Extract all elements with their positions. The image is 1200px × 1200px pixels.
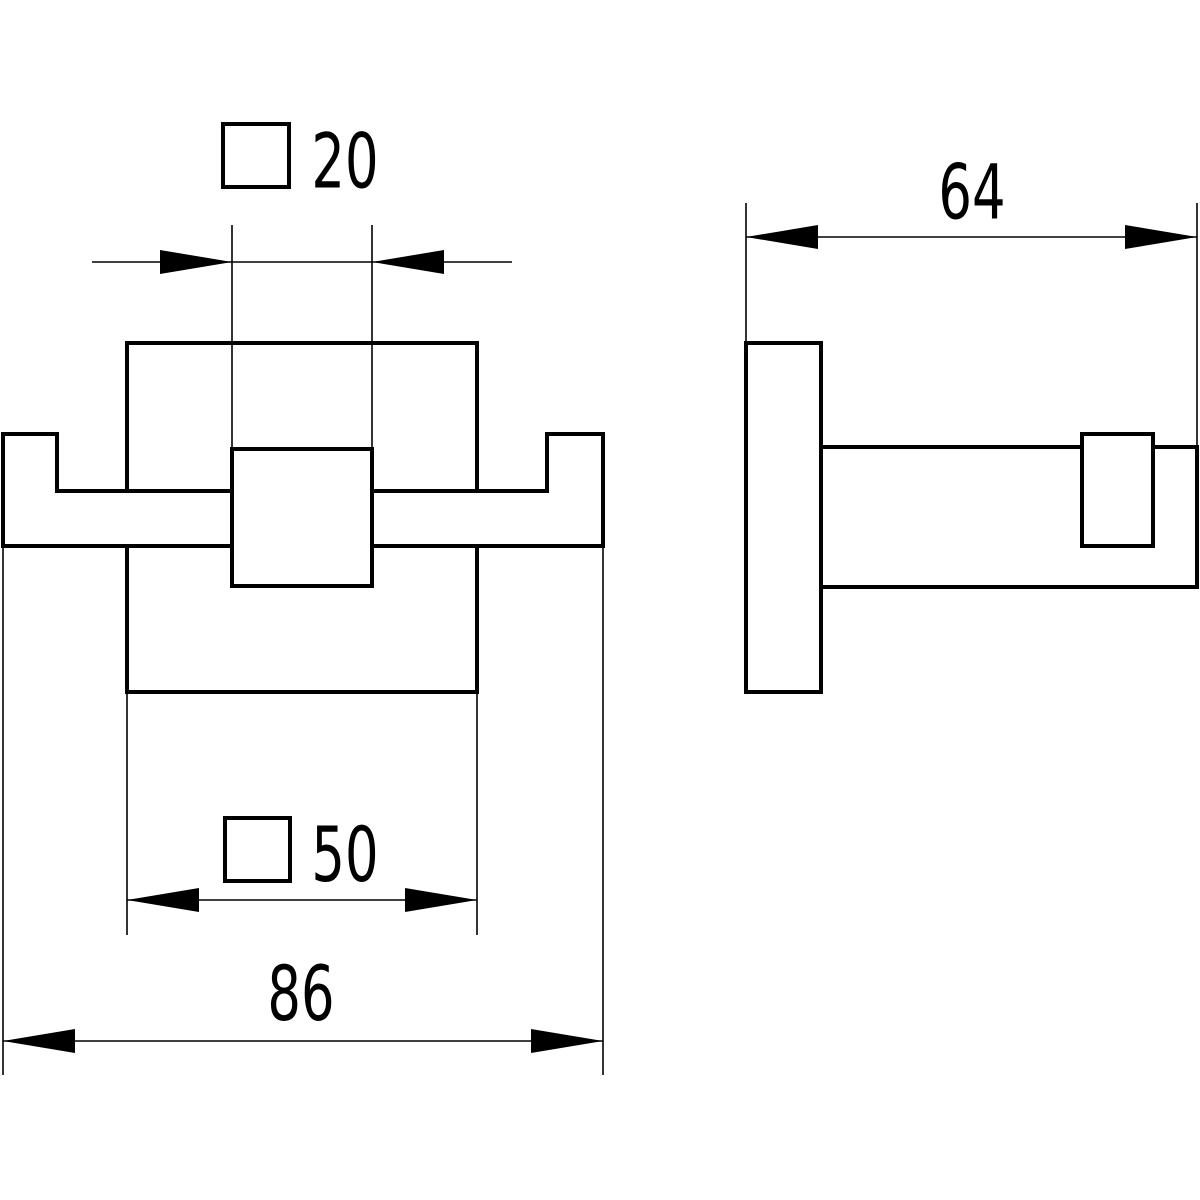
backplate-outline: [125, 341, 479, 694]
arrow-icon: [160, 250, 232, 274]
arrow-icon: [372, 250, 444, 274]
wall-plate: [744, 341, 823, 694]
dimension-label-20: 20: [311, 118, 378, 206]
dimension-64: 64: [745, 149, 1198, 447]
arrow-icon: [531, 1029, 603, 1053]
double-hook-bar: [1, 432, 605, 548]
dimension-label-86: 86: [267, 950, 334, 1038]
square-symbol-icon: [221, 122, 291, 189]
arrow-icon: [3, 1029, 75, 1053]
arrow-icon: [1125, 225, 1197, 249]
hook-arm: [821, 445, 1199, 589]
arrow-icon: [127, 888, 199, 912]
front-view: [1, 341, 605, 694]
dimension-86: 86: [2, 546, 604, 1075]
dimension-50: 50: [126, 692, 478, 935]
arrow-icon: [746, 225, 818, 249]
dimension-label-50: 50: [311, 811, 378, 899]
square-symbol-icon: [223, 816, 292, 883]
arrow-icon: [405, 888, 477, 912]
side-view: [744, 341, 1199, 694]
dimension-20: 20: [92, 118, 512, 449]
center-block: [230, 447, 374, 588]
hook-tip: [1080, 432, 1155, 548]
dimension-label-64: 64: [938, 149, 1005, 237]
